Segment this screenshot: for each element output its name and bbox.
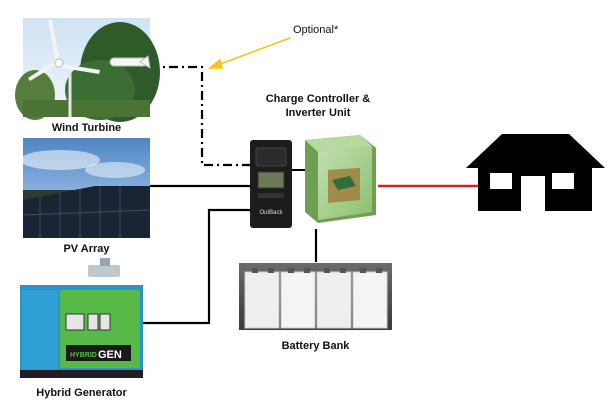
battery-bank-label: Battery Bank [281,340,350,352]
generator-brand-1: HYBRID [70,352,97,359]
wind-turbine-label: Wind Turbine [51,122,122,134]
optional-label: Optional* [293,24,339,36]
controller-brand: OutBack [259,210,283,216]
hybrid-generator-label: Hybrid Generator [36,387,127,399]
pv-array-photo [20,138,151,238]
charge-controller-photo: OutBack [250,140,292,228]
controller-label-line1: Charge Controller & [265,93,371,105]
battery-bank-photo [239,263,392,330]
inverter-photo [305,135,376,223]
generator-brand-2: GEN [98,349,122,361]
optional-arrow [207,37,291,69]
house-icon [466,134,605,211]
wind-turbine-photo [15,18,160,122]
controller-label-line2: Inverter Unit [285,107,351,119]
generator-photo: HYBRID GEN [20,258,143,378]
wind-wire [150,65,250,167]
pv-array-label: PV Array [63,243,110,255]
generator-wire [143,208,250,325]
